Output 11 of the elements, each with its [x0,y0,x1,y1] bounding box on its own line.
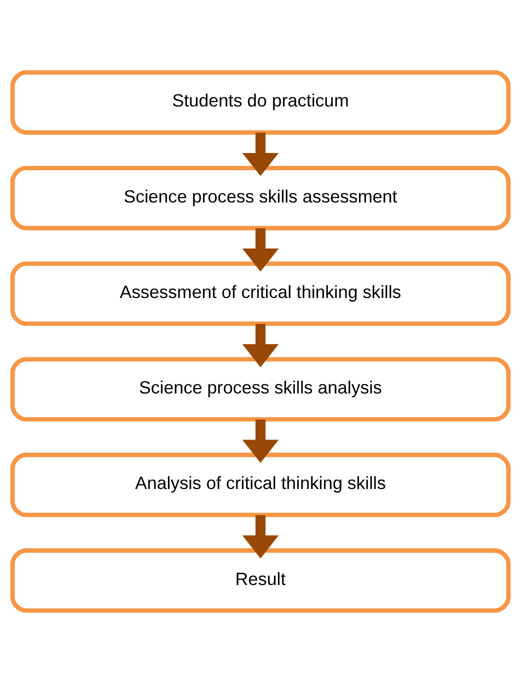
arrow [242,132,279,176]
node-box: Science process skills assessment [10,165,511,230]
arrow [242,323,279,367]
node-box: Assessment of critical thinking skills [10,260,511,326]
arrow [242,228,279,272]
arrow [242,514,279,558]
node-box: Science process skills analysis [10,356,511,422]
node-box: Students do practicum [10,70,511,134]
node-box: Analysis of critical thinking skills [10,452,511,517]
node-box: Result [10,548,511,612]
arrow [242,418,279,462]
